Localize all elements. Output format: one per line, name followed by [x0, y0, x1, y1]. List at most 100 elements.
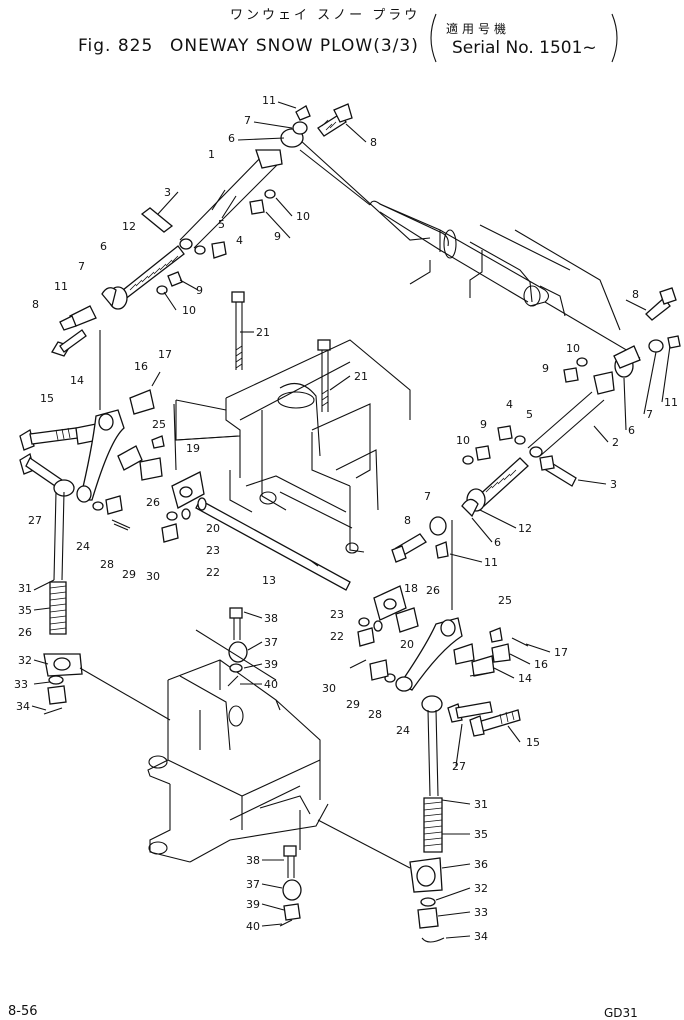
callout: 19	[186, 442, 200, 455]
callout: 8	[370, 136, 377, 149]
callout: 26	[18, 626, 32, 639]
callout: 40	[246, 920, 260, 933]
callout: 28	[100, 558, 114, 571]
callout: 11	[54, 280, 68, 293]
callout: 15	[526, 736, 540, 749]
serial-parentheses	[430, 13, 618, 63]
callout: 30	[322, 682, 336, 695]
callout: 34	[16, 700, 30, 713]
callout: 33	[14, 678, 28, 691]
leader-lines	[99, 149, 495, 850]
brackets-18-19	[161, 471, 407, 647]
callout: 28	[368, 708, 382, 721]
model-code: GD31	[604, 1006, 638, 1020]
callout: 13	[262, 574, 276, 587]
left-linkage	[19, 371, 171, 721]
callout: 3	[610, 478, 617, 491]
callout: 6	[228, 132, 235, 145]
callout: 22	[206, 566, 220, 579]
callout: 17	[158, 348, 172, 361]
callout: 9	[480, 418, 487, 431]
callout: 6	[100, 240, 107, 253]
callout: 11	[664, 396, 678, 409]
blade-mount-frame	[299, 139, 641, 359]
callout: 24	[396, 724, 410, 737]
callout: 38	[246, 854, 260, 867]
callout: 35	[474, 828, 488, 841]
callout: 8	[404, 514, 411, 527]
callout: 10	[566, 342, 580, 355]
spacer-bolts-38-40	[227, 607, 302, 927]
callout: 4	[506, 398, 513, 411]
center-bracket	[175, 339, 411, 554]
callout: 32	[18, 654, 32, 667]
callout: 7	[244, 114, 251, 127]
callout: 17	[554, 646, 568, 659]
callout: 40	[264, 678, 278, 691]
callout: 6	[628, 424, 635, 437]
callout: 36	[474, 858, 488, 871]
callout: 25	[498, 594, 512, 607]
callout: 16	[534, 658, 548, 671]
callout: 8	[32, 298, 39, 311]
serial-applicable-label: 適用号機	[446, 22, 511, 36]
callout: 37	[264, 636, 278, 649]
callout: 2	[612, 436, 619, 449]
callout: 31	[18, 582, 32, 595]
callout: 10	[296, 210, 310, 223]
callout: 22	[330, 630, 344, 643]
bolts-21	[231, 291, 331, 412]
callout: 7	[78, 260, 85, 273]
cross-shaft-13	[195, 497, 351, 591]
serial-number-range: Serial No. 1501~	[452, 38, 597, 58]
figure-title: ONEWAY SNOW PLOW(3/3)	[170, 36, 419, 56]
callout: 15	[40, 392, 54, 405]
callout: 37	[246, 878, 260, 891]
callout: 29	[346, 698, 360, 711]
callout: 23	[206, 544, 220, 557]
callout: 26	[146, 496, 160, 509]
callout: 12	[122, 220, 136, 233]
callout: 32	[474, 882, 488, 895]
callout: 5	[218, 218, 225, 231]
callout: 11	[484, 556, 498, 569]
callout: 39	[246, 898, 260, 911]
callout: 7	[424, 490, 431, 503]
callout: 20	[400, 638, 414, 651]
callout: 25	[152, 418, 166, 431]
callout-labels: 11 7 6 8 1 10 3 5 4 9 12 6 7 11 8 9 10 2…	[14, 94, 678, 943]
page-number: 8-56	[8, 1004, 38, 1019]
callout: 39	[264, 658, 278, 671]
lift-cylinder-right	[391, 287, 681, 563]
callout: 1	[208, 148, 215, 161]
callout: 33	[474, 906, 488, 919]
callout: 9	[274, 230, 281, 243]
callout: 23	[330, 608, 344, 621]
callout: 30	[146, 570, 160, 583]
callout: 27	[452, 760, 466, 773]
callout: 9	[196, 284, 203, 297]
callout: 18	[404, 582, 418, 595]
callout: 35	[18, 604, 32, 617]
callout: 6	[494, 536, 501, 549]
callout: 38	[264, 612, 278, 625]
callout: 14	[518, 672, 532, 685]
callout: 26	[426, 584, 440, 597]
lower-frame	[147, 659, 329, 863]
callout: 34	[474, 930, 488, 943]
callout: 8	[632, 288, 639, 301]
callout: 21	[256, 326, 270, 339]
callout: 12	[518, 522, 532, 535]
callout: 3	[164, 186, 171, 199]
callout: 14	[70, 374, 84, 387]
right-linkage	[317, 607, 529, 943]
callout: 10	[182, 304, 196, 317]
callout: 10	[456, 434, 470, 447]
callout: 21	[354, 370, 368, 383]
callout: 11	[262, 94, 276, 107]
lift-cylinder-left	[51, 103, 353, 357]
callout: 29	[122, 568, 136, 581]
callout: 9	[542, 362, 549, 375]
callout-leaders	[31, 101, 671, 939]
